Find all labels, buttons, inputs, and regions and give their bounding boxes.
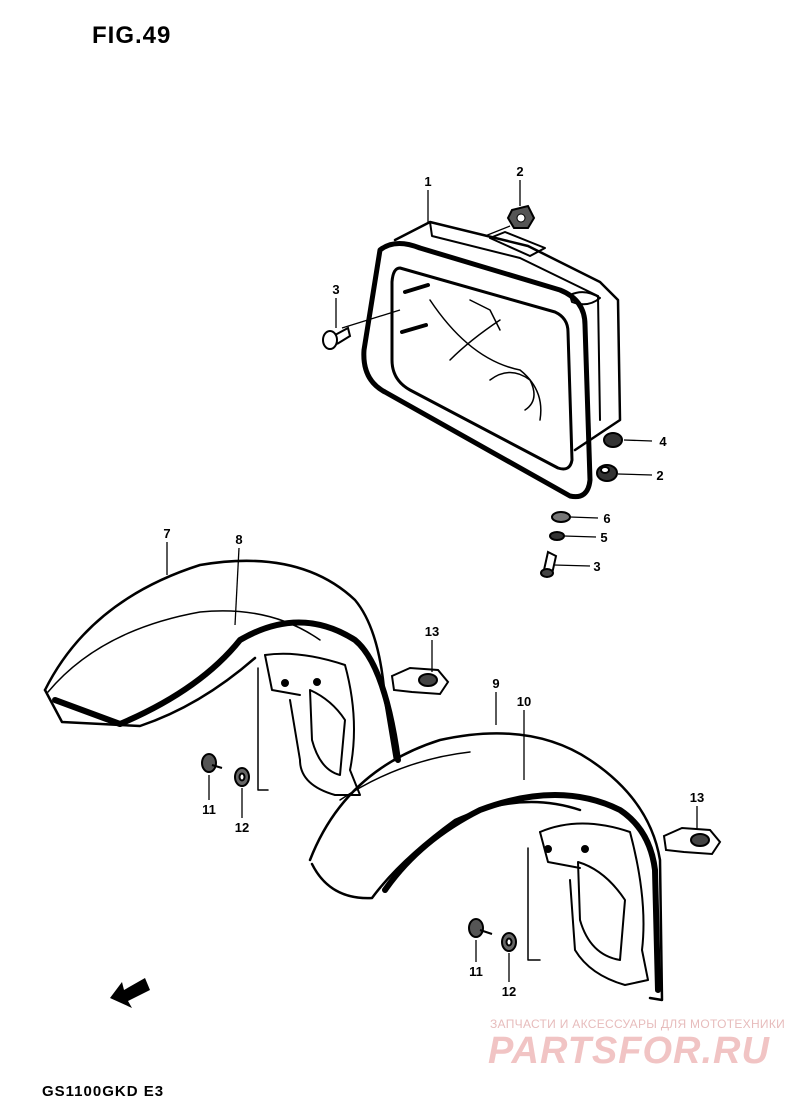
callout-9: 9 [492, 676, 499, 691]
cushion-13-lower [662, 826, 722, 856]
callout-3-right: 3 [593, 559, 600, 574]
callout-6: 6 [603, 511, 610, 526]
callout-5: 5 [600, 530, 607, 545]
callout-3-left: 3 [332, 282, 339, 297]
model-code: GS1100GKD E3 [42, 1083, 165, 1100]
bolt-11-lower [468, 918, 493, 938]
washer-6 [551, 511, 571, 523]
front-direction-arrow-icon [110, 978, 150, 1008]
grommet-4 [603, 432, 623, 448]
rear-fender-lower [308, 732, 664, 1002]
callout-1: 1 [424, 174, 431, 189]
callout-8: 8 [235, 532, 242, 547]
screw-3-left [322, 326, 352, 350]
headlight-housing [361, 220, 622, 500]
watermark-logo: PARTSFOR.RU [488, 1030, 770, 1072]
callout-labels: 1 2 3 4 2 6 5 3 7 8 13 9 10 11 12 13 11 … [163, 164, 704, 999]
callout-13-lower: 13 [690, 790, 704, 805]
washer-5 [549, 531, 565, 541]
callout-12-lower: 12 [502, 984, 516, 999]
callout-2-top: 2 [516, 164, 523, 179]
washer-12-lower [501, 932, 517, 952]
callout-10: 10 [517, 694, 531, 709]
nut-2-right [596, 464, 618, 482]
nut-2-top [506, 204, 536, 229]
callout-11-upper: 11 [202, 802, 216, 817]
leader-lines [166, 180, 698, 982]
callout-7: 7 [163, 526, 170, 541]
figure-title: FIG.49 [92, 22, 172, 49]
watermark-tagline: ЗАПЧАСТИ И АКСЕССУАРЫ ДЛЯ МОТОТЕХНИКИ [490, 1017, 786, 1031]
washer-12-upper [234, 767, 250, 787]
callout-12-upper: 12 [235, 820, 249, 835]
callout-4: 4 [659, 434, 667, 449]
bolt-11-upper [201, 753, 223, 773]
front-fender-upper [43, 559, 401, 796]
bolt-3-right [540, 550, 558, 578]
cushion-13-upper [390, 666, 450, 696]
callout-13-upper: 13 [425, 624, 439, 639]
callout-2-right: 2 [656, 468, 663, 483]
callout-11-lower: 11 [469, 964, 483, 979]
